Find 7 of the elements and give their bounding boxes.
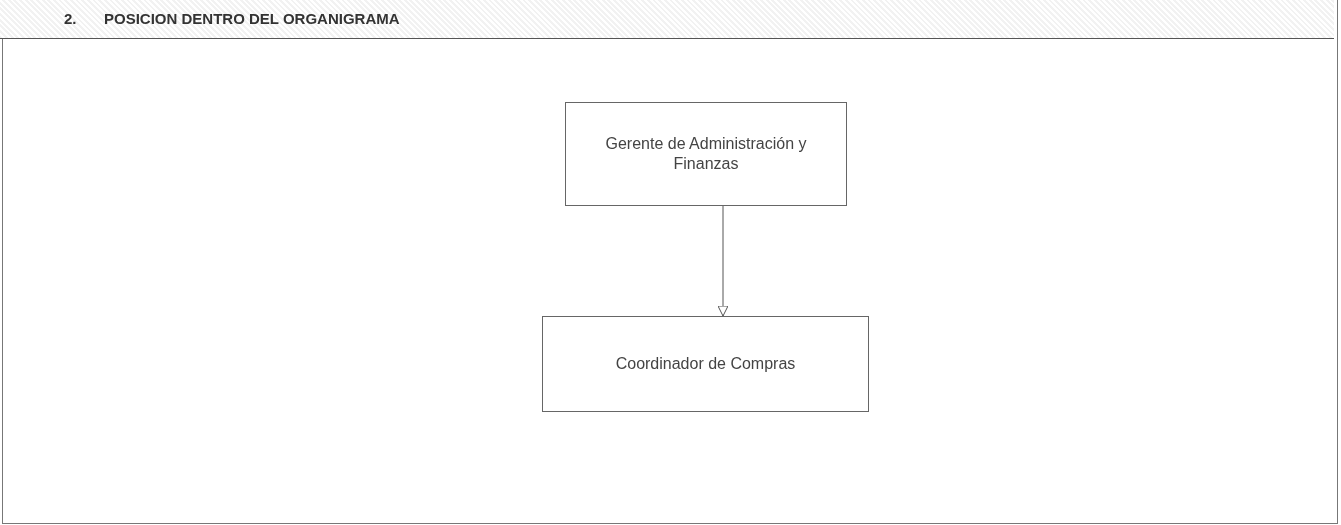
org-box: [565, 102, 847, 206]
position-title: Coordinador de Compras: [615, 354, 796, 374]
position-title: Gerente de Administración y Finanzas: [604, 134, 808, 174]
connector-arrow: [717, 205, 729, 317]
section-number: 2.: [64, 10, 77, 27]
section-title: POSICION DENTRO DEL ORGANIGRAMA: [104, 10, 400, 27]
org-box: [542, 316, 869, 412]
